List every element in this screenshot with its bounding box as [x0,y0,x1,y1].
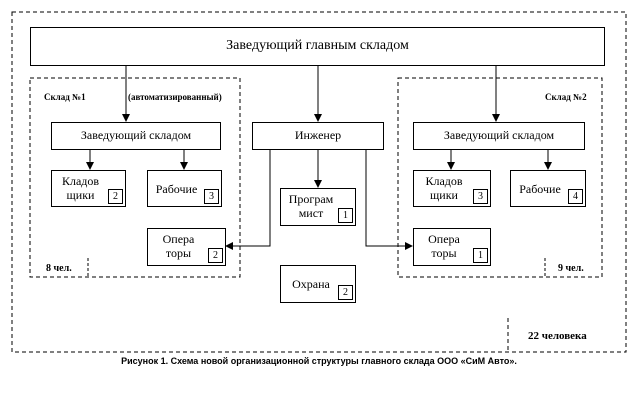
warehouse1-mode: (автоматизированный) [128,92,222,102]
warehouse1-operators-label: Опера торы [162,232,195,260]
warehouse1-title: Склад №1 [44,92,86,102]
top-manager-box: Заведующий главным складом [30,27,605,66]
warehouse1-manager-label: Заведующий складом [80,128,192,142]
warehouse1-storekeepers-label: Кладов щики [61,174,100,202]
engineer-label: Инженер [294,128,342,142]
programmer-label: Програм мист [288,192,334,220]
outer-frame [11,11,627,353]
warehouse2-operators-count: 1 [473,248,488,263]
warehouse2-operators-box: Опера торы 1 [413,228,491,266]
warehouse1-workers-count: 3 [204,189,219,204]
security-count: 2 [338,285,353,300]
warehouse2-storekeepers-box: Кладов щики 3 [413,170,491,207]
warehouse1-storekeepers-count: 2 [108,189,123,204]
programmer-box: Програм мист 1 [280,188,356,226]
warehouse2-frame [397,77,603,278]
warehouse2-staff: 9 чел. [558,263,584,274]
total-staff: 22 человека [528,330,587,342]
top-manager-label: Заведующий главным складом [226,38,409,53]
warehouse2-workers-box: Рабочие 4 [510,170,586,207]
warehouse1-manager-box: Заведующий складом [51,122,221,150]
warehouse2-workers-count: 4 [568,189,583,204]
warehouse2-title: Склад №2 [545,92,587,102]
programmer-count: 1 [338,208,353,223]
security-box: Охрана 2 [280,265,356,303]
warehouse1-frame [29,77,241,278]
warehouse2-workers-label: Рабочие [519,182,561,196]
warehouse2-manager-label: Заведующий складом [443,128,555,142]
warehouse1-storekeepers-box: Кладов щики 2 [51,170,126,207]
warehouse1-workers-label: Рабочие [155,182,198,196]
warehouse1-workers-box: Рабочие 3 [147,170,222,207]
engineer-box: Инженер [252,122,384,150]
figure-caption: Рисунок 1. Схема новой организационной с… [121,356,517,366]
warehouse2-storekeepers-count: 3 [473,189,488,204]
warehouse1-operators-box: Опера торы 2 [147,228,226,266]
warehouse2-manager-box: Заведующий складом [413,122,585,150]
warehouse1-staff: 8 чел. [46,263,72,274]
warehouse2-operators-label: Опера торы [428,232,460,260]
security-label: Охрана [292,277,330,291]
warehouse1-operators-count: 2 [208,248,223,263]
warehouse2-storekeepers-label: Кладов щики [425,174,463,202]
